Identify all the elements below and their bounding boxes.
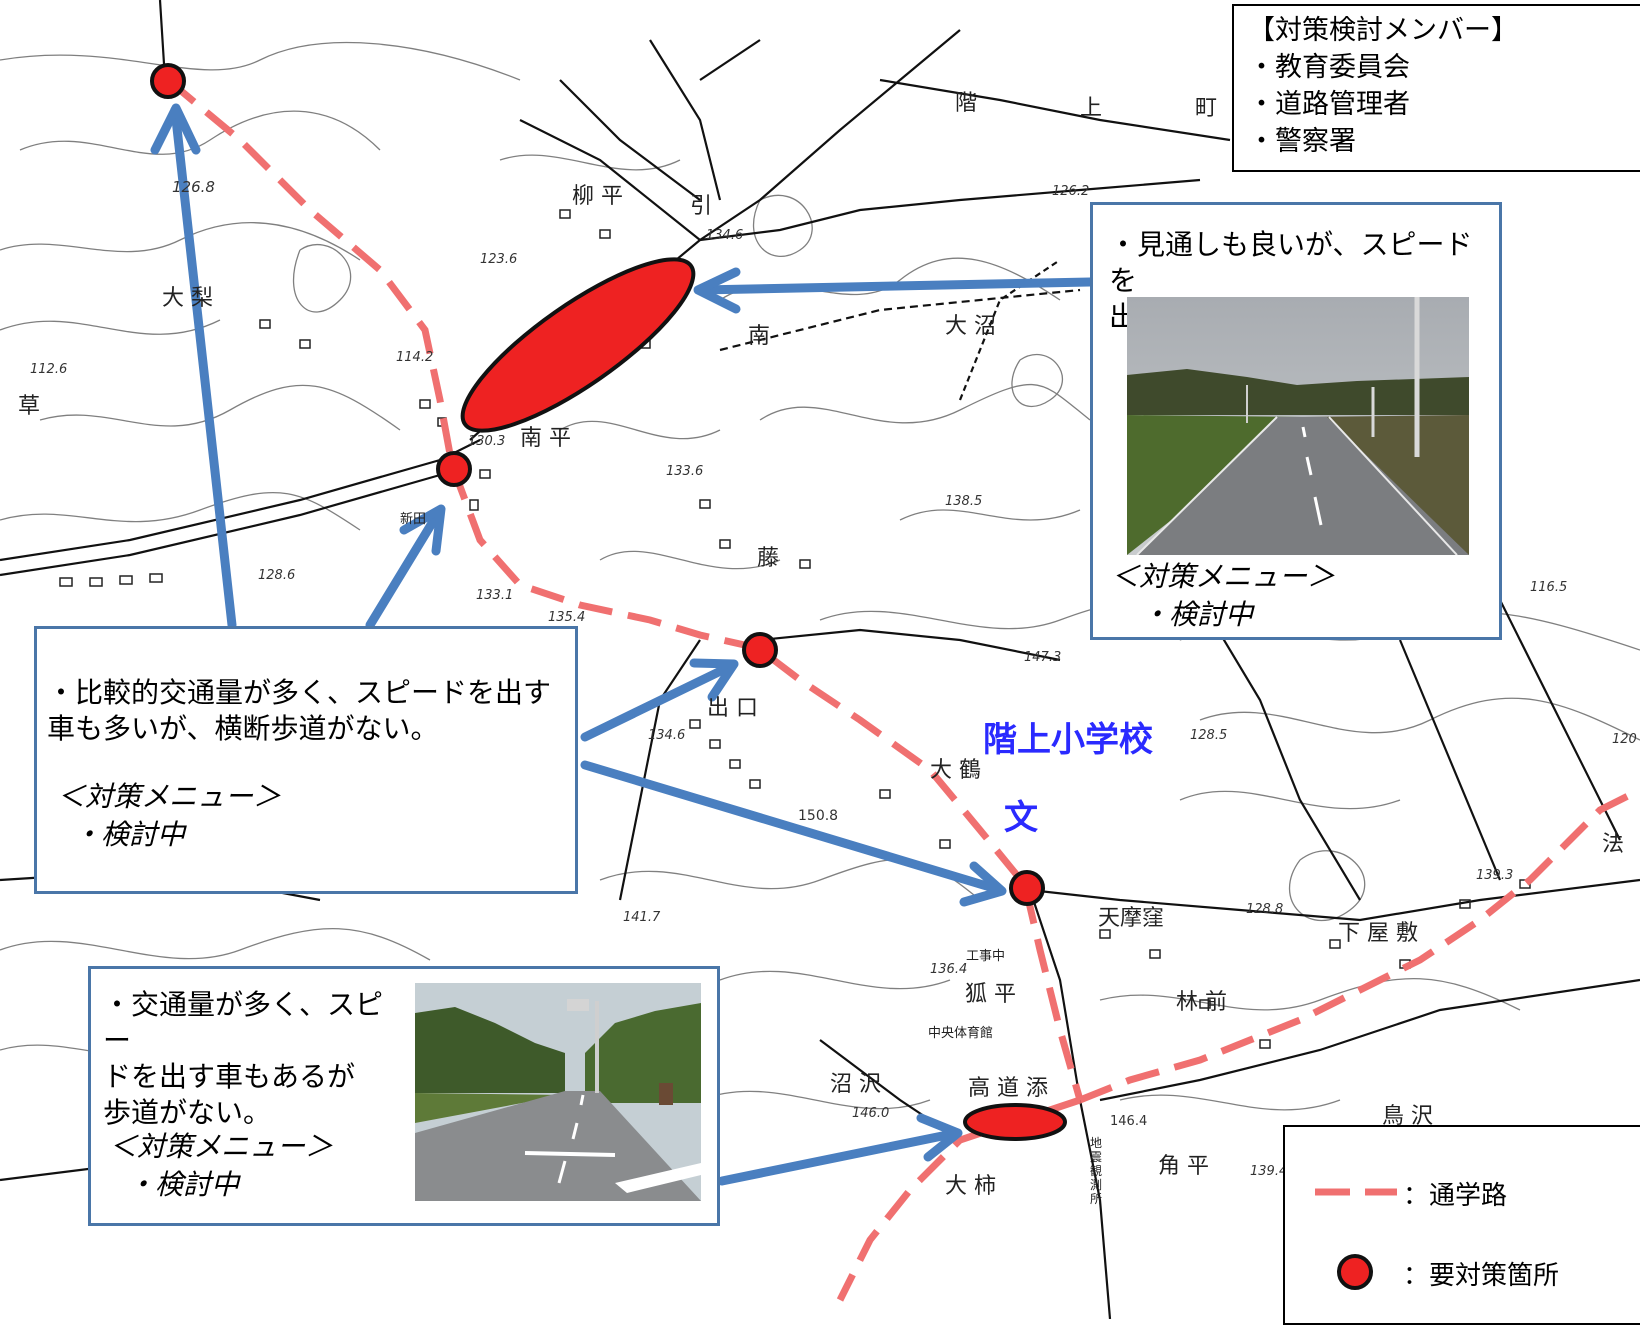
map-label-minami: 南 — [748, 324, 771, 349]
elevation-label: 120 — [1612, 732, 1637, 747]
elevation-label: 123.6 — [480, 252, 518, 267]
elevation-label: 139.4 — [1250, 1164, 1288, 1179]
callout-menu-title: ＜対策メニュー＞ — [57, 780, 282, 813]
map-label-kami: 上 — [1080, 96, 1103, 121]
elevation-label: 134.6 — [706, 228, 744, 243]
callout-menu-item: ・検討中 — [127, 1168, 240, 1201]
elevation-label: 126.2 — [1052, 184, 1090, 199]
elevation-label: 128.8 — [1246, 902, 1284, 917]
callout-menu-title: ＜対策メニュー＞ — [109, 1130, 334, 1163]
map-label-ookaki: 大 柿 — [945, 1174, 996, 1199]
map-label-tsunodaira: 角 平 — [1158, 1154, 1209, 1179]
elevation-label: 135.4 — [548, 610, 586, 625]
map-label-hiki: 引 — [690, 194, 713, 219]
map-label-fuji: 藤 — [757, 546, 780, 571]
elevation-label: 130.3 — [468, 434, 506, 449]
map-label-takamichizoe: 高 道 添 — [968, 1076, 1048, 1101]
elevation-label: 114.2 — [396, 350, 434, 365]
elevation-label: 116.5 — [1530, 580, 1568, 595]
blue-arrows — [150, 103, 1095, 1186]
school-name: 階上小学校 — [983, 720, 1153, 760]
callout-text: ・交通量が多く、スピー ドを出す車もあるが 歩道がない。 — [103, 988, 384, 1129]
legend: ：通学路 ：要対策箇所 — [1283, 1125, 1640, 1325]
callout-top-right: ・見通しも良いが、スピードを 出す車もある。歩道はない ＜対策メニュー＞ ・検討… — [1090, 202, 1502, 640]
map-buildings — [59, 209, 1531, 1049]
map-label-kou: 工事中 — [966, 949, 1006, 964]
elevation-label: 146.0 — [852, 1106, 890, 1121]
map-label-shinden: 新田 — [400, 512, 427, 527]
map-label-jishin: 地震観測所 — [1090, 1136, 1103, 1206]
elevation-label: 128.5 — [1190, 728, 1228, 743]
map-label-numazawa: 沼 沢 — [830, 1072, 881, 1097]
elevation-label: 126.8 — [172, 178, 215, 196]
map-label-kitsunetaira: 狐 平 — [965, 982, 1016, 1007]
elevation-label: 133.1 — [476, 588, 514, 603]
map-label-deguchi: 出 口 — [707, 696, 758, 721]
elevation-label: 128.6 — [258, 568, 296, 583]
map-label-oonuma: 大 沼 — [945, 314, 996, 339]
elevation-label: 134.6 — [648, 728, 686, 743]
elevation-label: 136.4 — [930, 962, 968, 977]
road-photo — [415, 983, 701, 1201]
map-label-shimobyakushiki: 下 屋 敷 — [1338, 921, 1418, 946]
legend-spot-label: ：要対策箇所 — [1403, 1261, 1560, 1291]
map-label-oonashi: 大 梨 — [162, 286, 213, 311]
elevation-label: 112.6 — [30, 362, 68, 377]
members-title: 【対策検討メンバー】 — [1248, 15, 1518, 46]
elevation-label: 147.3 — [1024, 650, 1062, 665]
members-box: 【対策検討メンバー】 ・教育委員会 ・道路管理者 ・警察署 — [1232, 4, 1640, 172]
callout-menu-item: ・検討中 — [73, 818, 186, 851]
map-label-minamitaira: 南 平 — [520, 426, 571, 451]
map-label-hou: 法 — [1602, 832, 1625, 857]
elevation-label: 141.7 — [623, 910, 661, 925]
map-label-chuo-gym: 中央体育館 — [928, 1026, 994, 1041]
callout-bottom: ・交通量が多く、スピー ドを出す車もあるが 歩道がない。 ＜対策メニュー＞ ・検… — [88, 966, 720, 1226]
map-label-machi: 町 — [1195, 96, 1218, 121]
elevation-label: 133.6 — [666, 464, 704, 479]
callout-text: ・比較的交通量が多く、スピードを出す 車も多いが、横断歩道がない。 — [47, 676, 552, 745]
elevation-label: 138.5 — [945, 494, 983, 509]
map-label-torisawa: 鳥 沢 — [1382, 1104, 1433, 1129]
callout-left: ・比較的交通量が多く、スピードを出す 車も多いが、横断歩道がない。 ＜対策メニュ… — [34, 626, 578, 894]
legend-symbols — [1315, 1188, 1397, 1290]
map-label-kusa: 草 — [18, 394, 41, 419]
member-item: ・教育委員会 — [1248, 52, 1410, 83]
elevation-label: 150.8 — [798, 808, 839, 824]
map-label-kaigami: 階 — [955, 91, 978, 116]
map-label-ootsuru: 大 鶴 — [930, 758, 981, 783]
legend-route-label: ：通学路 — [1403, 1181, 1508, 1211]
road-photo — [1127, 297, 1469, 555]
elevation-label: 139.3 — [1476, 868, 1514, 883]
school-symbol-icon: 文 — [1004, 798, 1038, 838]
member-item: ・警察署 — [1248, 126, 1356, 157]
callout-menu-item: ・検討中 — [1141, 598, 1254, 631]
danger-spots — [150, 63, 1067, 1141]
member-item: ・道路管理者 — [1248, 89, 1410, 120]
map-label-yanagidaira: 柳 平 — [572, 184, 623, 209]
map-label-tenmakubo: 天摩窪 — [1098, 906, 1165, 931]
map-label-hayashimae: 林 前 — [1176, 990, 1227, 1015]
callout-menu-title: ＜対策メニュー＞ — [1111, 560, 1336, 593]
elevation-label: 146.4 — [1110, 1114, 1148, 1129]
